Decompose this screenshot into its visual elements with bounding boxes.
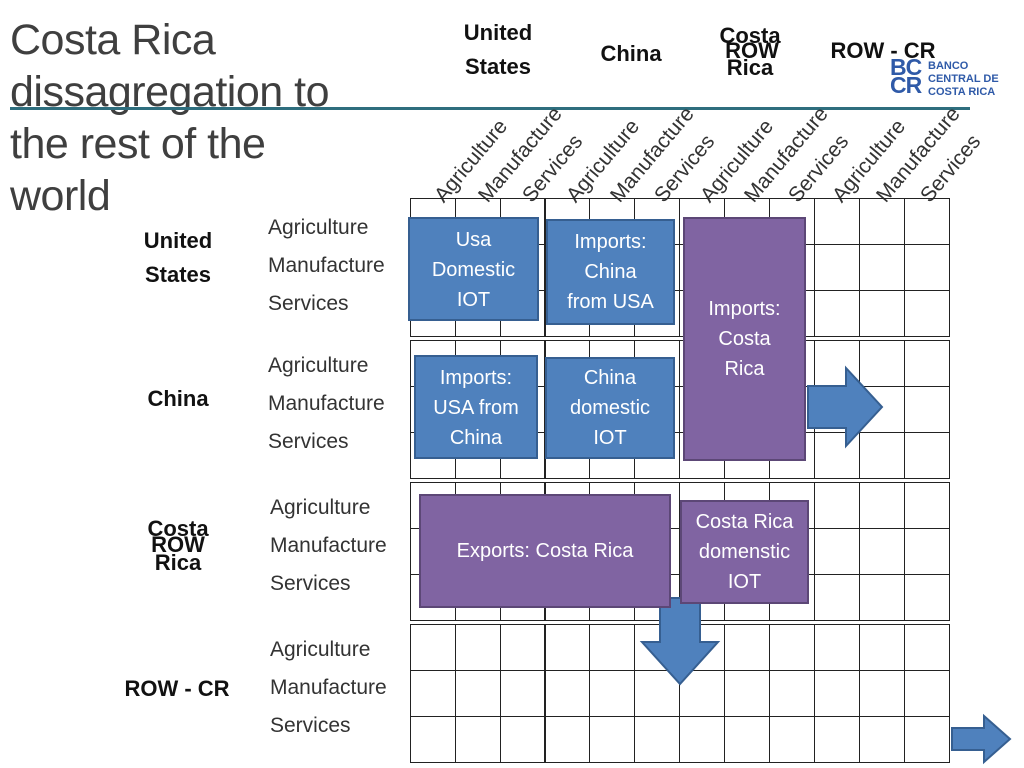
- grid-cell: [859, 716, 905, 763]
- grid-cell: [904, 340, 950, 387]
- grid-cell: [859, 670, 905, 717]
- grid-cell: [904, 432, 950, 479]
- grid-cell: [904, 574, 950, 621]
- row-header-united-states: United States: [143, 228, 213, 287]
- grid-cell: [589, 624, 635, 671]
- column-header-china: China: [600, 41, 662, 66]
- title-rule: [10, 107, 970, 110]
- grid-cell: [859, 528, 905, 575]
- grid-cell: [724, 624, 770, 671]
- grid-cell: [769, 716, 815, 763]
- grid-cell: [904, 198, 950, 245]
- grid-cell: [544, 670, 590, 717]
- row-sector-label: Manufacture: [270, 534, 387, 557]
- row-sector-label: Agriculture: [268, 354, 369, 377]
- grid-cell: [455, 670, 501, 717]
- grid-cell: [589, 670, 635, 717]
- row-sector-label: Services: [270, 714, 351, 737]
- grid-cell: [814, 482, 860, 529]
- row-header-china: China: [147, 386, 209, 411]
- row-sector-label: Manufacture: [268, 254, 385, 277]
- grid-cell: [904, 528, 950, 575]
- row-sector-label: Agriculture: [268, 216, 369, 239]
- china-domestic-iot-box: China domestic IOT: [545, 357, 675, 459]
- logo-name: BANCO CENTRAL DE COSTA RICA: [928, 60, 999, 98]
- grid-cell: [859, 244, 905, 291]
- bank-logo: BC CR BANCO CENTRAL DE COSTA RICA: [890, 54, 1020, 104]
- grid-cell: [679, 716, 725, 763]
- grid-cell: [904, 290, 950, 337]
- grid-cell: [814, 290, 860, 337]
- exports-costa-rica-box: Exports: Costa Rica: [419, 494, 671, 608]
- row-header-costa-rica: Costa Rica: [147, 516, 209, 575]
- grid-cell: [904, 624, 950, 671]
- grid-cell: [455, 716, 501, 763]
- row-sector-label: Agriculture: [270, 496, 371, 519]
- grid-cell: [814, 528, 860, 575]
- row-header-row-cr: ROW - CR: [124, 676, 230, 701]
- grid-cell: [904, 670, 950, 717]
- grid-cell: [544, 624, 590, 671]
- grid-cell: [724, 716, 770, 763]
- row-sector-label: Services: [268, 292, 349, 315]
- grid-cell: [724, 670, 770, 717]
- grid-cell: [769, 624, 815, 671]
- grid-cell: [904, 716, 950, 763]
- column-header-united-states: United States: [463, 20, 533, 79]
- imports-usa-from-china-box: Imports: USA from China: [414, 355, 538, 459]
- grid-cell: [814, 198, 860, 245]
- right-arrow-icon: [807, 365, 884, 449]
- grid-cell: [589, 716, 635, 763]
- grid-cell: [455, 624, 501, 671]
- slide-title: Costa Rica dissagregation to the rest of…: [10, 16, 330, 220]
- grid-cell: [814, 716, 860, 763]
- grid-cell: [814, 574, 860, 621]
- usa-domestic-iot-box: Usa Domestic IOT: [408, 217, 539, 321]
- grid-cell: [634, 716, 680, 763]
- grid-cell: [814, 670, 860, 717]
- grid-cell: [410, 716, 456, 763]
- column-header-costa-rica: Costa Rica: [719, 23, 781, 80]
- grid-cell: [544, 716, 590, 763]
- down-arrow-icon: [639, 597, 721, 686]
- row-sector-label: Manufacture: [270, 676, 387, 699]
- grid-cell: [904, 386, 950, 433]
- grid-cell: [769, 670, 815, 717]
- grid-cell: [859, 482, 905, 529]
- grid-cell: [859, 624, 905, 671]
- grid-cell: [859, 574, 905, 621]
- grid-cell: [904, 244, 950, 291]
- grid-cell: [859, 198, 905, 245]
- right-arrow-small-icon: [951, 713, 1012, 765]
- grid-cell: [410, 624, 456, 671]
- column-header-row-cr: ROW - CR: [830, 38, 936, 63]
- imports-china-from-usa-box: Imports: China from USA: [546, 219, 675, 325]
- row-sector-label: Agriculture: [270, 638, 371, 661]
- grid-cell: [500, 670, 546, 717]
- row-sector-label: Services: [270, 572, 351, 595]
- grid-cell: [904, 482, 950, 529]
- grid-cell: [500, 624, 546, 671]
- row-sector-label: Services: [268, 430, 349, 453]
- grid-cell: [814, 244, 860, 291]
- imports-costa-rica-box: Imports: Costa Rica: [683, 217, 806, 461]
- grid-cell: [814, 624, 860, 671]
- grid-cell: [500, 716, 546, 763]
- row-sector-label: Manufacture: [268, 392, 385, 415]
- costa-rica-domestic-iot-box: Costa Rica domenstic IOT: [680, 500, 809, 604]
- grid-cell: [859, 290, 905, 337]
- logo-monogram: BC CR: [890, 54, 922, 98]
- grid-cell: [410, 670, 456, 717]
- row-header-row: ROW: [151, 532, 205, 557]
- column-header-row: ROW: [725, 38, 779, 63]
